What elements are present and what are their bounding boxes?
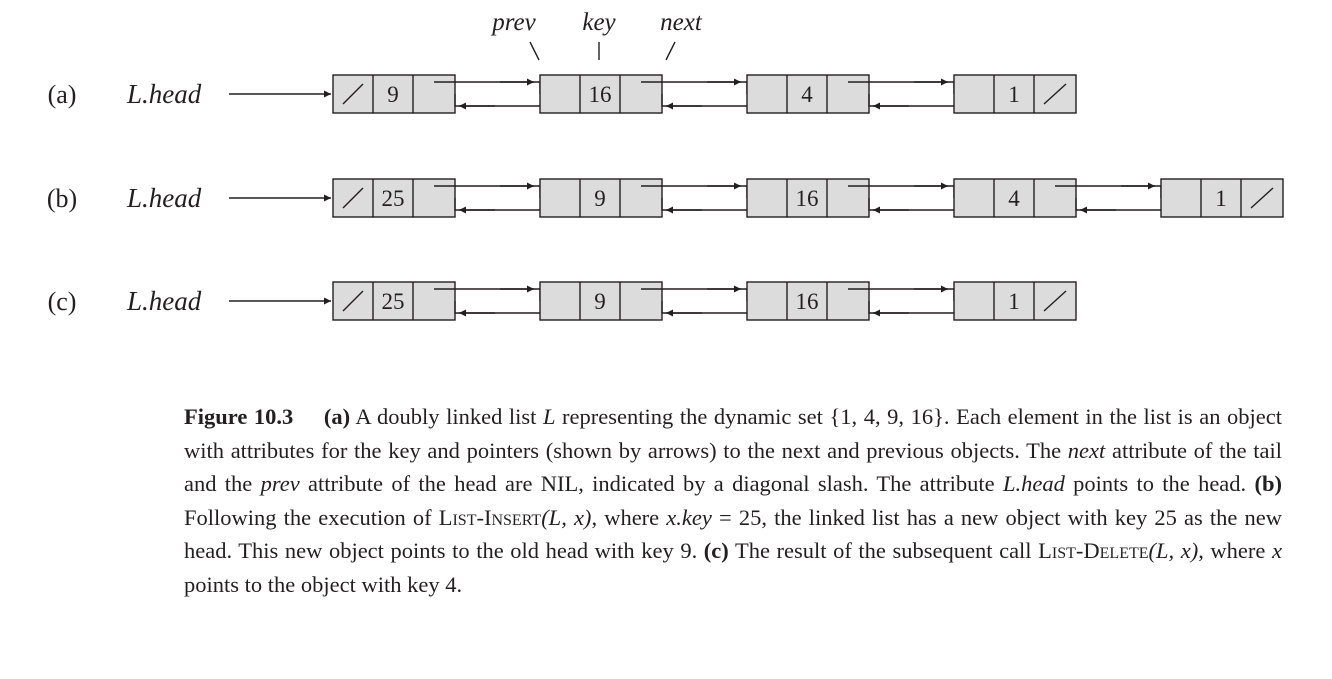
- part-c-tag: (c): [703, 538, 729, 564]
- node-key: 1: [1008, 82, 1020, 107]
- list-node: 9: [539, 281, 663, 321]
- row-label: (c): [48, 287, 77, 316]
- list-insert-proc: List-Insert: [438, 504, 542, 530]
- node-key: 25: [382, 186, 405, 211]
- part-b-tag: (b): [1254, 471, 1282, 497]
- node-key: 9: [594, 186, 606, 211]
- list-node: 4: [746, 74, 870, 114]
- prev-pointer-line: [868, 301, 974, 314]
- key-field-label: key: [582, 9, 616, 36]
- caption-text: attribute of the tail and the: [184, 437, 1282, 497]
- part-a-tag: (a): [323, 404, 351, 429]
- row-label: (b): [47, 184, 77, 213]
- caption-text: Following the execution of: [184, 504, 439, 530]
- node-key: 25: [382, 289, 405, 314]
- prev-pointer-line: [1075, 198, 1181, 211]
- node-key: 9: [594, 289, 606, 314]
- caption-text: representing the dynamic set {1, 4, 9, 1…: [184, 404, 1282, 463]
- field-annotations: prev key next: [490, 9, 703, 61]
- row-label: (a): [48, 80, 77, 109]
- prev-field-label: prev: [490, 9, 536, 36]
- node-key: 1: [1215, 186, 1227, 211]
- attr-prev: prev: [260, 471, 300, 497]
- list-node: 4: [953, 178, 1077, 218]
- node-key: 16: [589, 82, 612, 107]
- list-node: 9: [539, 178, 663, 218]
- list-delete-proc: List-Delete: [1038, 538, 1149, 564]
- caption-text: , where: [591, 504, 667, 530]
- caption-text: attribute of the head are: [299, 471, 541, 497]
- list-node: 9: [332, 74, 456, 114]
- attr-next: next: [1067, 437, 1106, 463]
- nil-prev-slash: [342, 187, 364, 209]
- nil-next-slash: [1043, 83, 1067, 105]
- figure-number: Figure 10.3: [184, 404, 294, 429]
- caption-text: , indicated by a diagonal slash. The att…: [578, 471, 1003, 497]
- nil-next-slash: [1043, 290, 1067, 312]
- nil-prev-slash: [342, 290, 364, 312]
- list-node: 1: [1160, 178, 1284, 218]
- caption-text: points to the head.: [1064, 471, 1255, 497]
- figure-caption: Figure 10.3 (a) A doubly linked list L r…: [184, 400, 1282, 602]
- caption-text: , where: [1198, 538, 1272, 564]
- prev-pointer-line: [868, 94, 974, 107]
- node-key: 16: [796, 289, 819, 314]
- prev-pointer-line: [661, 94, 767, 107]
- nil-constant: NIL: [540, 471, 579, 497]
- caption-text: A doubly linked list: [350, 404, 543, 429]
- list-row: (b) L.head 25 9 16 4 1: [47, 178, 1284, 218]
- caption-text: = 25, the linked list has a new object w…: [184, 504, 1282, 564]
- list-row: (a) L.head 9 16 4 1: [48, 74, 1077, 114]
- caption-text: The result of the subsequent call: [728, 538, 1039, 564]
- prev-pointer-tick: [529, 41, 540, 61]
- list-node: 25: [332, 178, 456, 218]
- node-key: 9: [387, 82, 399, 107]
- prev-pointer-line: [661, 198, 767, 211]
- nil-next-slash: [1250, 187, 1274, 209]
- head-label: L.head: [126, 183, 202, 213]
- list-node: 16: [746, 178, 870, 218]
- list-node: 16: [746, 281, 870, 321]
- head-label: L.head: [126, 79, 202, 109]
- caption-text: points to the object with key 4.: [184, 571, 463, 597]
- node-key: 1: [1008, 289, 1020, 314]
- math-x: x: [1271, 538, 1282, 564]
- node-key: 4: [801, 82, 813, 107]
- x-key: x.key: [666, 504, 712, 530]
- math-L: L: [542, 404, 556, 429]
- next-pointer-tick: [665, 41, 676, 61]
- prev-pointer-line: [454, 94, 560, 107]
- prev-pointer-line: [454, 198, 560, 211]
- next-field-label: next: [660, 9, 703, 36]
- prev-pointer-line: [454, 301, 560, 314]
- list-node: 1: [953, 74, 1077, 114]
- list-node: 1: [953, 281, 1077, 321]
- node-key: 16: [796, 186, 819, 211]
- list-row: (c) L.head 25 9 16 1: [48, 281, 1077, 321]
- prev-pointer-line: [661, 301, 767, 314]
- list-node: 16: [539, 74, 663, 114]
- linked-list-diagram: prev key next (a) L.head 9 16 4 1 (b) L.head 25 9…: [47, 9, 1284, 321]
- delete-args: (L, x): [1148, 538, 1199, 564]
- head-label: L.head: [126, 286, 202, 316]
- prev-pointer-line: [868, 198, 974, 211]
- caption-paragraph: Figure 10.3 (a) A doubly linked list L r…: [184, 400, 1282, 602]
- attr-l-head: L.head: [1002, 471, 1065, 497]
- insert-args: (L, x): [541, 504, 592, 530]
- node-key: 4: [1008, 186, 1020, 211]
- list-node: 25: [332, 281, 456, 321]
- nil-prev-slash: [342, 83, 364, 105]
